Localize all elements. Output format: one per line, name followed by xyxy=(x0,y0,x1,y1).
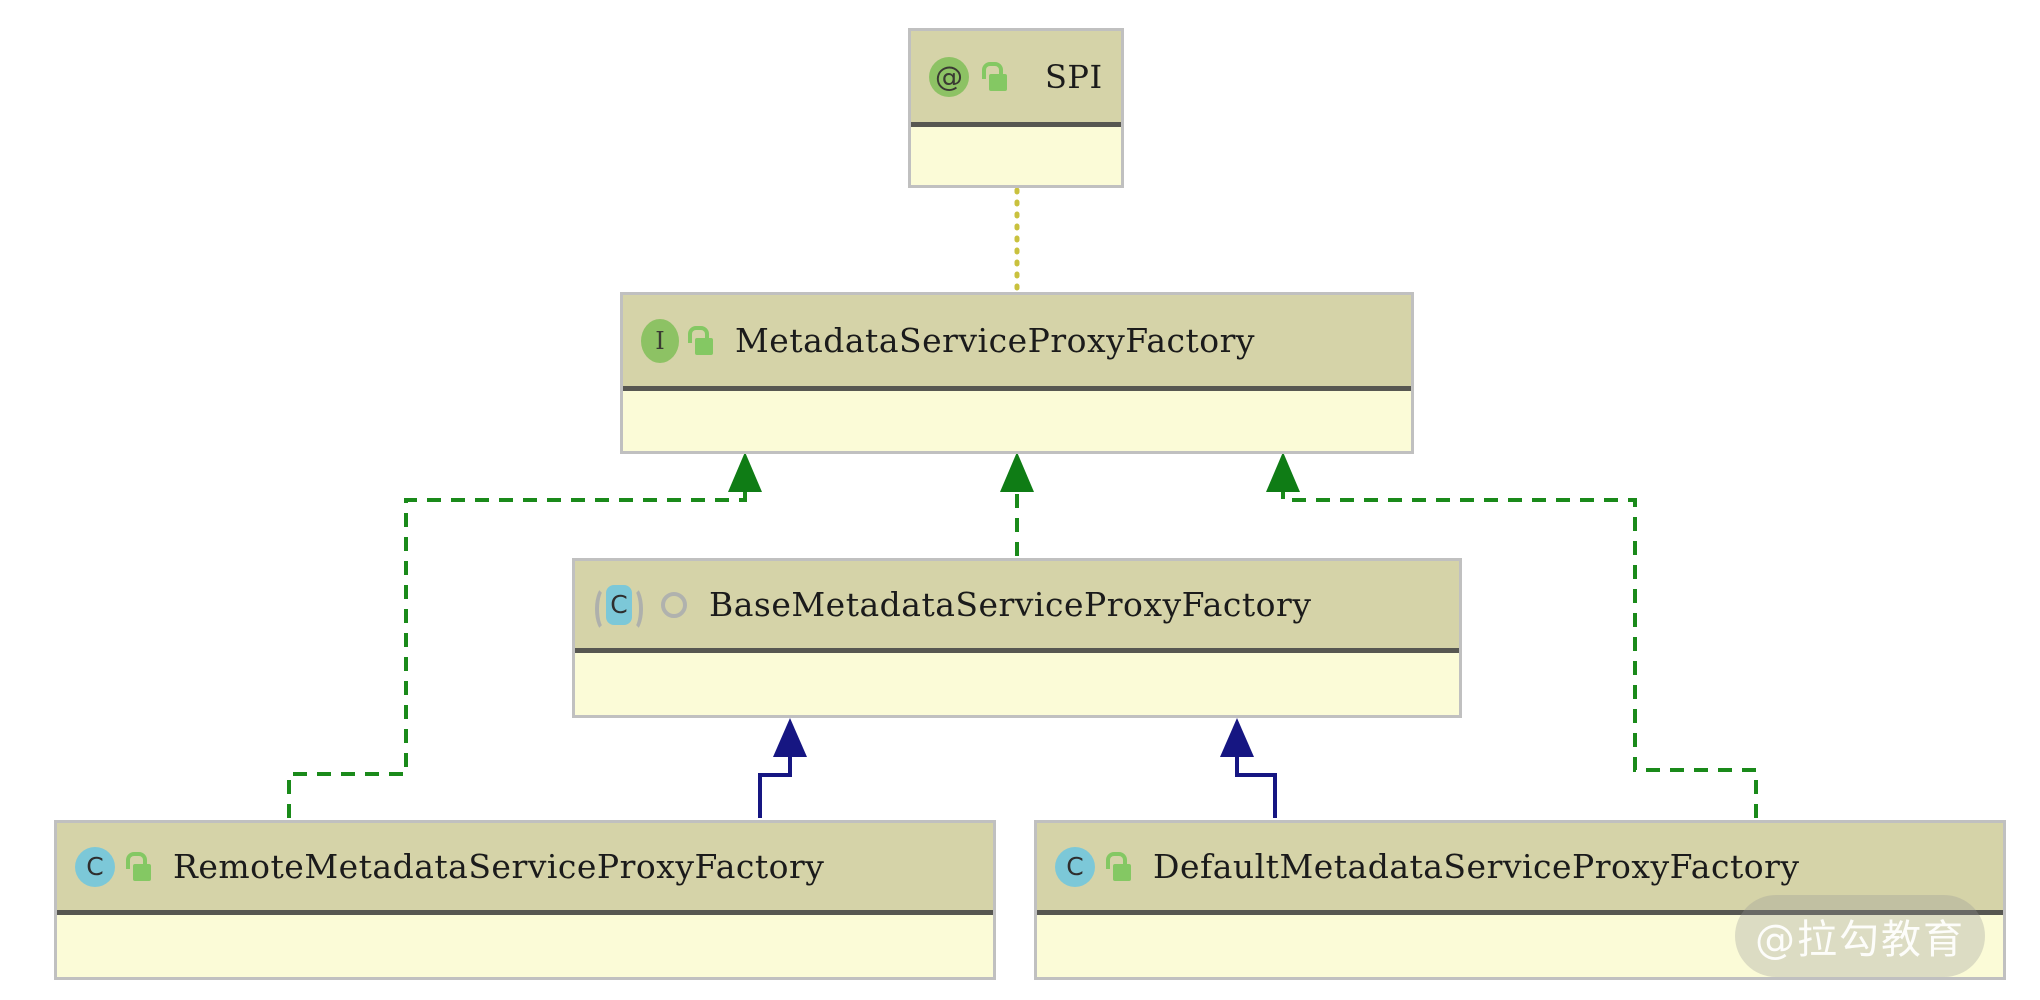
arrowhead-remote-extends xyxy=(773,718,807,757)
uml-node-members xyxy=(911,127,1121,185)
abstract-class-c-icon: C xyxy=(593,582,645,632)
uml-node-title: BaseMetadataServiceProxyFactory xyxy=(709,585,1312,624)
uml-node-base-metadata-service-proxy-factory[interactable]: C BaseMetadataServiceProxyFactory xyxy=(572,558,1462,718)
edge-default-extends-base xyxy=(1235,748,1277,818)
uml-node-header: @ SPI xyxy=(911,31,1121,127)
uml-node-members xyxy=(575,653,1459,715)
uml-node-members xyxy=(57,915,993,977)
abstract-class-letter: C xyxy=(610,589,628,619)
uml-node-members xyxy=(1037,915,2003,977)
uml-node-members xyxy=(623,391,1411,451)
annotation-at-icon: @ xyxy=(929,56,969,97)
lock-open-icon xyxy=(1105,851,1131,882)
arrowhead-base-implements xyxy=(1000,452,1034,492)
uml-node-header: C BaseMetadataServiceProxyFactory xyxy=(575,561,1459,653)
lock-open-icon xyxy=(687,325,713,356)
uml-node-header: C DefaultMetadataServiceProxyFactory xyxy=(1037,823,2003,915)
uml-node-title: RemoteMetadataServiceProxyFactory xyxy=(173,847,825,886)
arrowhead-default-extends xyxy=(1220,718,1254,757)
uml-node-spi[interactable]: @ SPI xyxy=(908,28,1124,188)
uml-node-metadata-service-proxy-factory[interactable]: I MetadataServiceProxyFactory xyxy=(620,292,1414,454)
uml-node-title: SPI xyxy=(1045,57,1103,96)
lock-open-icon xyxy=(125,851,151,882)
watermark: @拉勾教育 xyxy=(1735,895,1985,977)
uml-node-header: I MetadataServiceProxyFactory xyxy=(623,295,1411,391)
uml-node-header: C RemoteMetadataServiceProxyFactory xyxy=(57,823,993,915)
class-c-icon: C xyxy=(1055,846,1095,887)
uml-node-title: DefaultMetadataServiceProxyFactory xyxy=(1153,847,1800,886)
uml-node-title: MetadataServiceProxyFactory xyxy=(735,321,1256,360)
package-private-icon xyxy=(661,591,687,618)
arrowhead-default-implements xyxy=(1266,452,1300,492)
class-c-icon: C xyxy=(75,846,115,887)
uml-node-remote-metadata-service-proxy-factory[interactable]: C RemoteMetadataServiceProxyFactory xyxy=(54,820,996,980)
arrowhead-remote-implements xyxy=(728,452,762,492)
uml-node-default-metadata-service-proxy-factory[interactable]: C DefaultMetadataServiceProxyFactory xyxy=(1034,820,2006,980)
lock-open-icon xyxy=(981,61,1007,92)
edge-remote-extends-base xyxy=(758,748,792,818)
interface-i-icon: I xyxy=(641,318,679,363)
